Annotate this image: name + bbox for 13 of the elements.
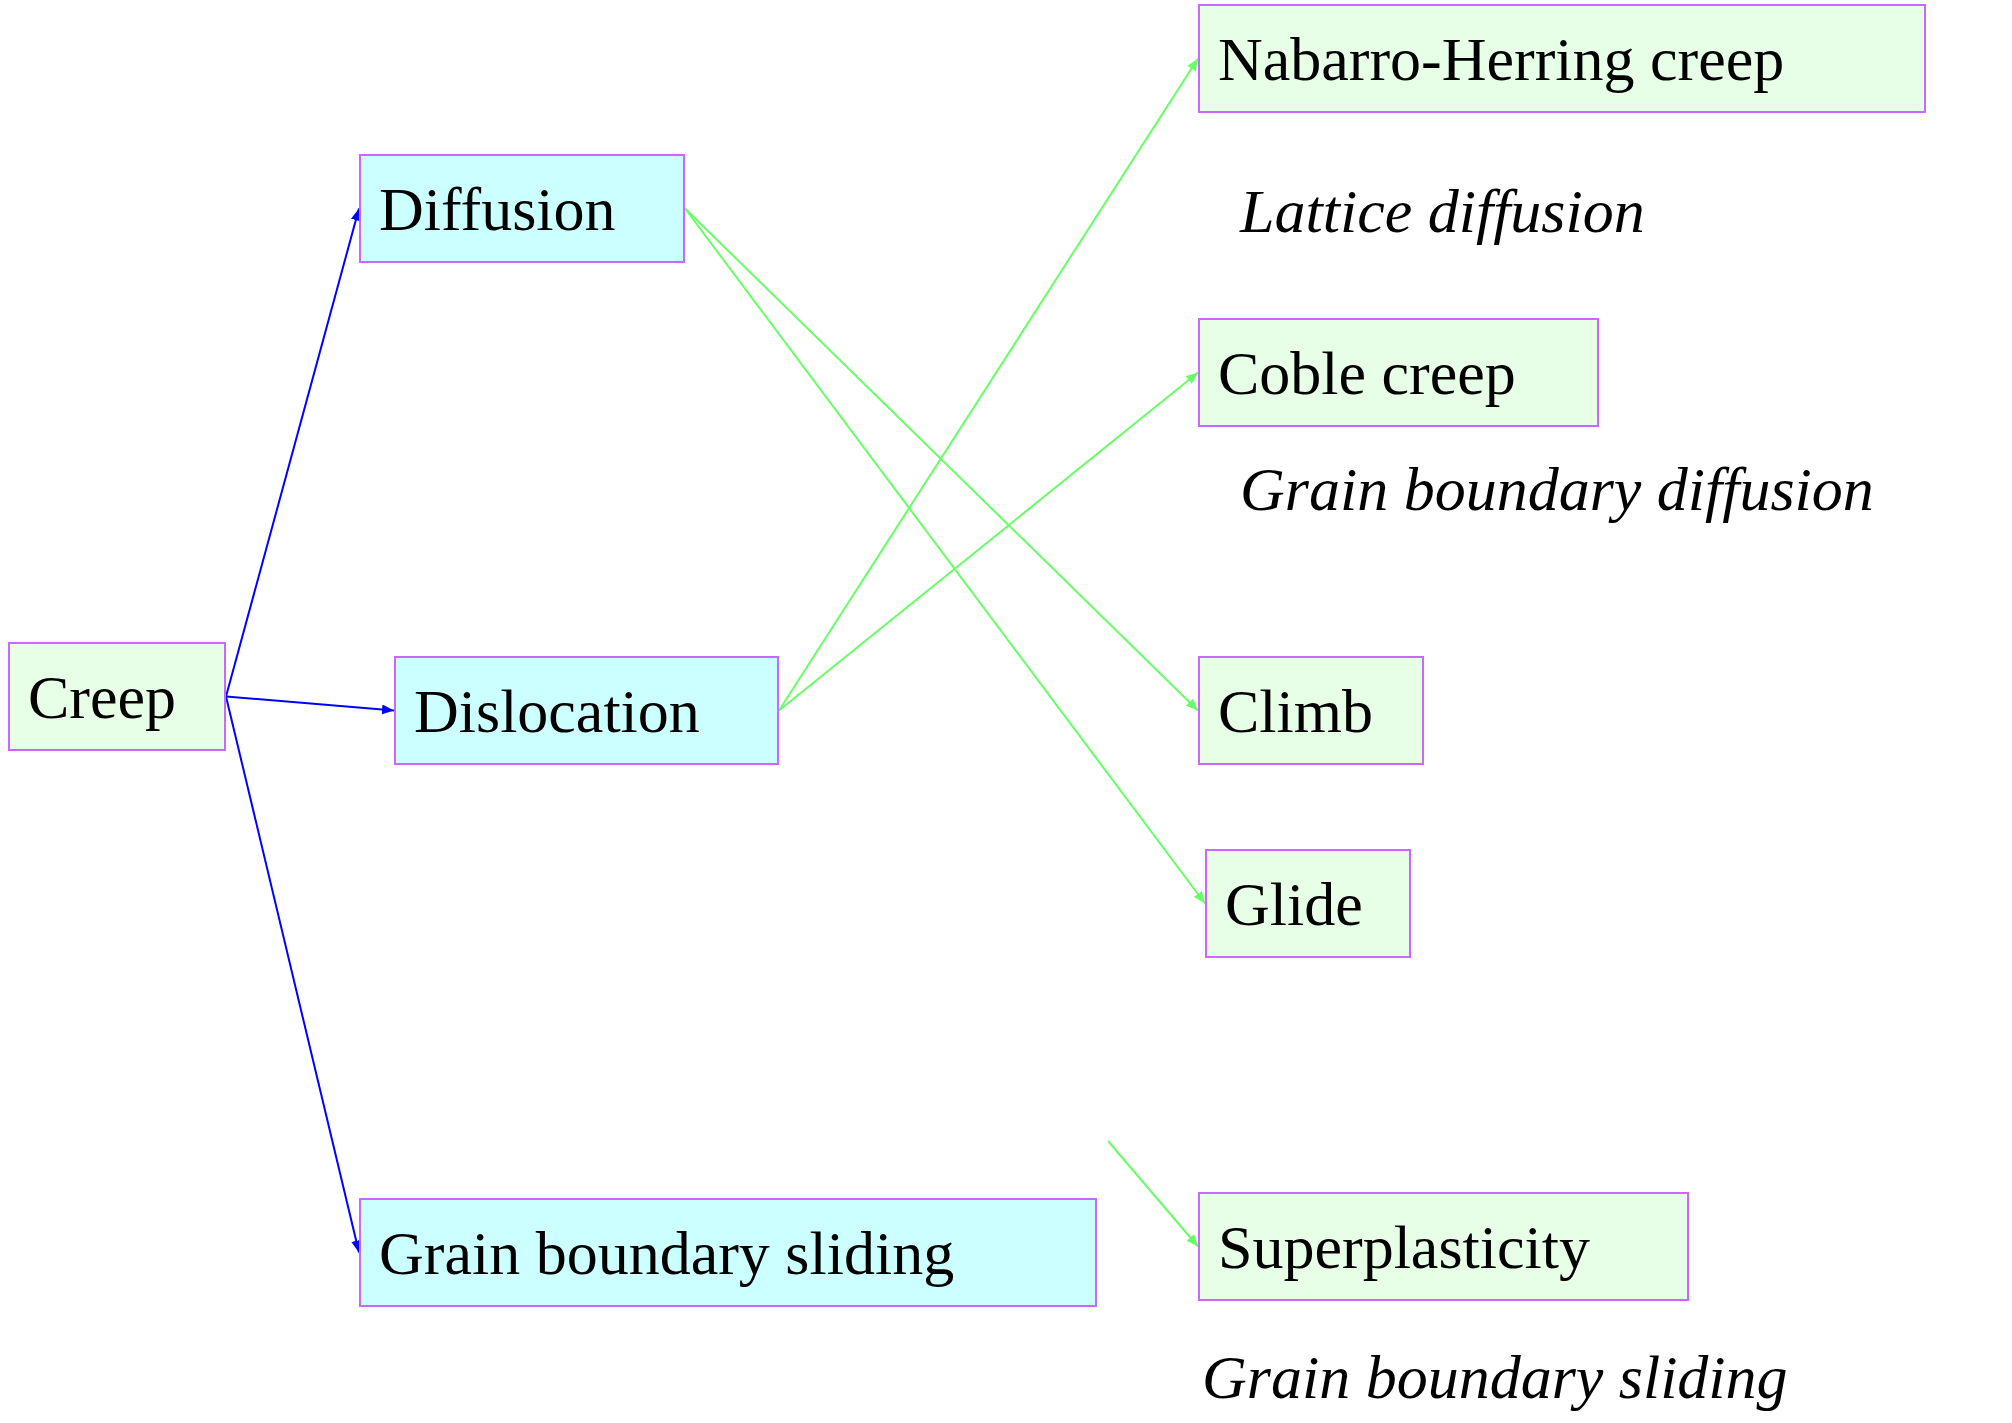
arrow [778, 371, 1199, 712]
process-box: Grain boundary sliding [359, 1198, 1097, 1307]
process-box: Glide [1205, 849, 1411, 958]
arrow [684, 207, 1206, 905]
process-box: Superplasticity [1198, 1192, 1689, 1301]
process-box: Nabarro-Herring creep [1198, 4, 1926, 113]
process-box: Coble creep [1198, 318, 1599, 427]
process-box: Creep [8, 642, 226, 751]
arrow [1107, 1140, 1199, 1248]
arrow [225, 695, 395, 715]
process-box: Dislocation [394, 656, 779, 765]
process-box: Diffusion [359, 154, 685, 263]
process-box: Climb [1198, 656, 1424, 765]
